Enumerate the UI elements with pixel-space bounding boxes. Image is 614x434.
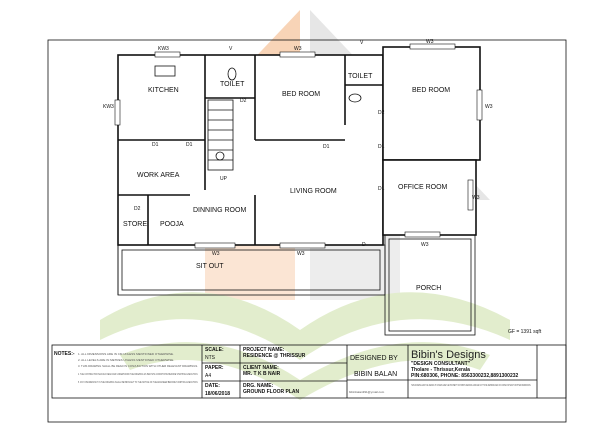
svg-text:D1: D1 [152,142,159,148]
sheet-border [47,39,567,423]
area-note: GF = 1391 sqft [508,329,542,335]
note-3: 3. THIS DRAWING SHALL BE READ IN CONJUNC… [78,364,198,368]
svg-text:Tholare - Thrissur,Kerala: Tholare - Thrissur,Kerala [411,367,470,373]
svg-text:W3: W3 [297,251,305,257]
windows [114,43,483,249]
svg-text:NTS: NTS [205,355,216,361]
svg-text:DESIGNED BY: DESIGNED BY [350,355,398,362]
svg-text:W3: W3 [421,242,429,248]
svg-text:MR. T K B NAIR: MR. T K B NAIR [243,371,281,377]
toilet-fixture [348,93,362,103]
svg-text:PROJECT NAME:: PROJECT NAME: [243,347,285,353]
room-pooja: POOJA [160,221,184,228]
svg-text:W3: W3 [485,104,493,110]
svg-text:V: V [360,40,364,46]
svg-text:D1: D1 [186,142,193,148]
room-kitchen: KITCHEN [148,87,179,94]
room-porch: PORCH [416,285,441,292]
svg-text:D2: D2 [134,206,141,212]
svg-text:bibinbalan391@ymail.com: bibinbalan391@ymail.com [349,390,385,394]
room-toilet: TOILET [220,81,245,88]
room-bed-room: BED ROOM [282,91,320,98]
svg-text:D2: D2 [378,110,385,116]
svg-text:D1: D1 [378,186,385,192]
svg-text:PAPER:: PAPER: [205,365,224,371]
room-store: STORE [123,221,147,228]
svg-text:THIS DRAWING AND THE DESIGN IT: THIS DRAWING AND THE DESIGN IT COVERS AR… [411,383,531,387]
svg-text:W3: W3 [472,195,480,201]
svg-text:DRG. NAME:: DRG. NAME: [243,383,274,389]
room-toilet: TOILET [348,73,373,80]
svg-text:UP: UP [220,176,228,182]
svg-text:D2: D2 [240,98,247,104]
room-sit-out: SIT OUT [196,263,224,270]
opening-labels: KW3 KW3 V V W3 W3 W3 W3 W3 W3 W3 D1 D1 D… [103,39,493,257]
staircase [207,99,234,171]
svg-text:W3: W3 [294,46,302,52]
title-block: NOTES:- 1. ALL DIMENSIONS ARE IN CM UNLE… [51,344,567,399]
svg-text:SCALE:: SCALE: [205,347,224,353]
note-2: 2. ALL LEVELS ARE IN METRES UNLESS MENTI… [78,358,174,362]
svg-text:D1: D1 [323,144,330,150]
svg-text:D: D [362,242,366,248]
note-5: 5. ANY DISCREPANCY IN THE DRAWING SHALL … [78,380,198,384]
room-living-room: LIVING ROOM [290,188,337,195]
svg-text:V: V [229,46,233,52]
svg-text:GROUND FLOOR PLAN: GROUND FLOOR PLAN [243,389,299,395]
svg-text:BIBIN BALAN: BIBIN BALAN [354,371,397,378]
svg-text:KW3: KW3 [158,46,169,52]
note-1: 1. ALL DIMENSIONS ARE IN CM UNLESS MENTI… [78,352,174,356]
svg-text:W3: W3 [212,251,220,257]
svg-text:DATE:: DATE: [205,383,220,389]
walls [117,46,481,336]
room-office-room: OFFICE ROOM [398,184,448,191]
toilet-fixture [227,67,237,81]
kitchen-sink [154,65,176,77]
svg-text:CLIENT NAME:: CLIENT NAME: [243,365,279,371]
svg-text:"DESIGN CONSULTANT": "DESIGN CONSULTANT" [411,361,471,367]
room-dinning-room: DINNING ROOM [193,207,246,214]
svg-text:KW3: KW3 [103,104,114,110]
room-work-area: WORK AREA [137,172,180,179]
svg-text:18/06/2018: 18/06/2018 [205,391,230,397]
svg-text:PIN:680306, PHONE: 8563300232,: PIN:680306, PHONE: 8563300232,8891300232 [411,373,519,379]
svg-text:D1: D1 [378,144,385,150]
firm-name: Bibin's Designs [411,349,486,361]
room-bed-room: BED ROOM [412,87,450,94]
svg-text:RESIDENCE @ THRISSUR: RESIDENCE @ THRISSUR [243,353,306,359]
note-4: 4. THE CONTRACTOR SHOULD READ AND UNDERS… [78,372,198,376]
svg-text:W3: W3 [426,39,434,45]
notes-label: NOTES:- [54,351,75,357]
svg-text:A4: A4 [205,373,211,379]
